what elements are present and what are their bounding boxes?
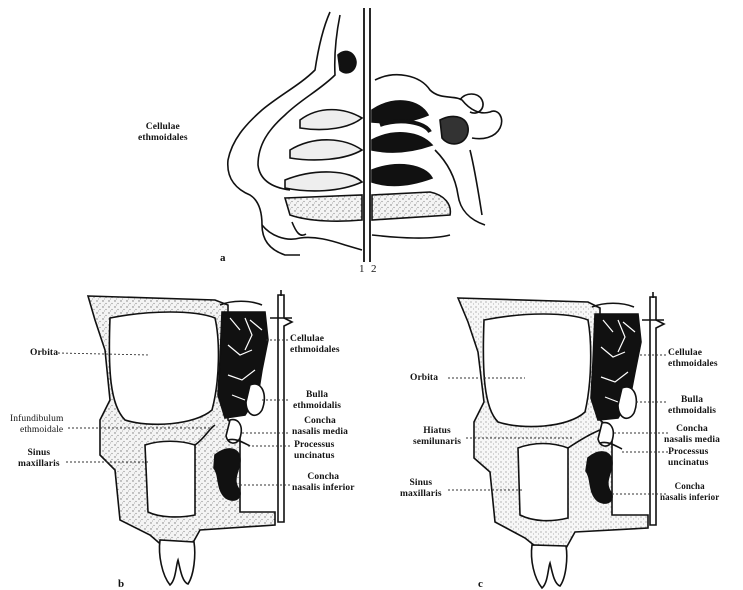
label-b-cellulae: Cellulae ethmoidales (290, 334, 340, 355)
label-b-bulla: Bulla ethmoidalis (293, 390, 341, 411)
label-c-concha-inferior: Concha nasalis inferior (660, 481, 719, 502)
label-b-concha-inferior-line2: nasalis inferior (292, 483, 355, 494)
label-c-concha-inferior-line1: Concha (660, 481, 719, 492)
sinus-right (440, 116, 468, 144)
label-c-sinus: Sinus maxillaris (400, 478, 442, 499)
label-b-processus-line2: uncinatus (294, 451, 335, 462)
pharynx-line (470, 150, 482, 215)
label-c-bulla: Bulla ethmoidalis (668, 395, 716, 416)
label-c-hiatus-line2: semilunaris (413, 437, 461, 448)
label-b-cellulae-line2: ethmoidales (290, 345, 340, 356)
turbinate-middle (290, 140, 362, 160)
sella-loop (460, 94, 483, 113)
label-a-cellulae-line1: Cellulae (138, 122, 188, 133)
label-c-bulla-line2: ethmoidalis (668, 406, 716, 417)
septum-b (278, 295, 292, 522)
nasal-inner-contour (258, 15, 340, 190)
panel-b-drawing (88, 290, 292, 585)
palate-right (372, 192, 450, 220)
panel-letter-a: a (220, 252, 226, 264)
maxillary-sinus-c (518, 444, 568, 521)
label-c-hiatus: Hiatus semilunaris (413, 426, 461, 447)
label-c-concha-media: Concha nasalis media (664, 424, 720, 445)
tooth-a (292, 222, 306, 235)
label-c-concha-media-line1: Concha (664, 424, 720, 435)
label-b-processus-line1: Processus (294, 440, 335, 451)
turbinate-lower (285, 172, 362, 191)
label-b-processus: Processus uncinatus (294, 440, 335, 461)
label-c-bulla-line1: Bulla (668, 395, 716, 406)
label-c-processus-line2: uncinatus (668, 458, 709, 469)
upper-jaw (262, 225, 362, 250)
label-a-cellulae: Cellulae ethmoidales (138, 122, 188, 143)
label-c-sinus-line1: Sinus (400, 478, 442, 489)
hard-palate (285, 195, 362, 221)
label-c-processus-line1: Processus (668, 447, 709, 458)
label-b-concha-media-line2: nasalis media (292, 427, 348, 438)
label-b-concha-inferior-line1: Concha (292, 472, 355, 483)
concha-dark-3 (372, 165, 432, 186)
label-c-cellulae-line1: Cellulae (668, 348, 718, 359)
label-c-sinus-line2: maxillaris (400, 489, 442, 500)
label-c-processus: Processus uncinatus (668, 447, 709, 468)
bulla-c (618, 387, 636, 418)
label-b-bulla-line1: Bulla (293, 390, 341, 401)
label-b-infundibulum-line2: ethmoidale (10, 425, 63, 436)
panel-c-drawing (458, 292, 664, 588)
label-b-cellulae-line1: Cellulae (290, 334, 340, 345)
panel-letter-c: c (478, 578, 483, 590)
label-a-cellulae-line2: ethmoidales (138, 133, 188, 144)
panel-letter-b: b (118, 578, 124, 590)
section-label-2: 2 (371, 264, 377, 275)
label-c-concha-inferior-line2: nasalis inferior (660, 492, 719, 503)
concha-dark-2 (372, 133, 432, 152)
frontal-sinus (338, 51, 356, 72)
label-c-hiatus-line1: Hiatus (413, 426, 461, 437)
tooth-c (531, 545, 566, 588)
tooth-b (159, 540, 194, 585)
label-c-cellulae-line2: ethmoidales (668, 359, 718, 370)
lower-right (372, 235, 450, 238)
label-c-concha-media-line2: nasalis media (664, 435, 720, 446)
section-label-1: 1 (359, 264, 365, 275)
label-b-concha-media-line1: Concha (292, 416, 348, 427)
label-c-orbita: Orbita (410, 373, 438, 384)
label-c-cellulae: Cellulae ethmoidales (668, 348, 718, 369)
label-b-orbita: Orbita (30, 348, 58, 359)
turbinate-upper (300, 110, 362, 130)
label-b-concha-inferior: Concha nasalis inferior (292, 472, 355, 493)
label-b-sinus: Sinus maxillaris (18, 448, 60, 469)
maxillary-sinus-b (145, 441, 195, 517)
bulla-b (246, 384, 264, 415)
orbit-c (483, 314, 590, 427)
label-b-infundibulum: Infundibulum ethmoidale (10, 414, 63, 435)
label-b-bulla-line2: ethmoidalis (293, 401, 341, 412)
orbit-b (109, 312, 218, 424)
cavity-dark (380, 121, 430, 132)
label-b-sinus-line1: Sinus (18, 448, 60, 459)
label-b-infundibulum-line1: Infundibulum (10, 414, 63, 425)
label-b-sinus-line2: maxillaris (18, 459, 60, 470)
label-b-concha-media: Concha nasalis media (292, 416, 348, 437)
